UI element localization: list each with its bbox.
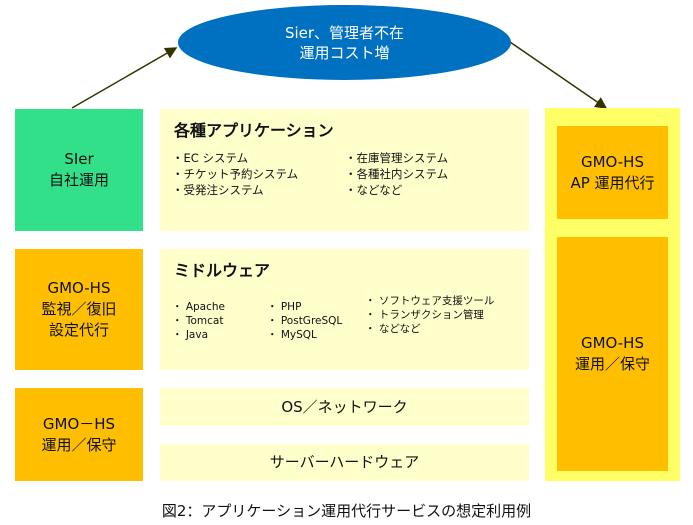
label: GMO-HS [580,152,644,171]
label: AP 運用代行 [570,173,655,192]
arrow-left [71,47,178,109]
bubble-line2: 運用コスト増 [299,43,390,62]
list-item: ・各種社内システム [345,167,449,181]
label: GMO-HS [580,334,644,352]
bubble-line1: Sier、管理者不在 [284,23,405,42]
list-item: ・在庫管理システム [345,151,449,165]
list-item: ・EC システム [172,151,249,165]
figure-caption: 図2：アプリケーション運用代行サービスの想定利用例 [161,502,532,520]
label: 自社運用 [48,171,109,189]
box-hardware: サーバーハードウェア [160,444,529,481]
box-middleware: ミドルウェア ・ Apache ・ Tomcat ・ Java ・ PHP ・ … [160,249,529,370]
list-item: ・ ソフトウェア支援ツール [365,295,495,307]
apps-col2: ・在庫管理システム ・各種社内システム ・などなど [345,150,448,198]
list-item: ・などなど [345,183,403,197]
middleware-title: ミドルウェア [174,261,271,280]
label: SIer [64,150,94,168]
mw-col3: ・ ソフトウェア支援ツール ・ トランザクション管理 ・ などなど [365,294,494,336]
list-item: ・ PostGreSQL [267,315,343,327]
label: 設定代行 [48,321,109,339]
box-gmo-monitoring: GMO-HS 監視／復旧 設定代行 [15,249,143,370]
box-gmo-ops: GMO－HS 運用／保守 [15,388,143,481]
list-item: ・受発注システム [172,183,264,197]
mw-col2: ・ PHP ・ PostGreSQL ・ MySQL [267,300,342,342]
list-item: ・ PHP [267,301,302,313]
box-gmo-maint: GMO-HS 運用／保守 [557,237,668,471]
label: 運用／保守 [41,435,117,454]
label: GMO-HS [47,279,111,297]
bubble-issue: Sier、管理者不在 運用コスト増 [178,5,511,80]
box-gmo-ap: GMO-HS AP 運用代行 [557,126,668,219]
label: 運用／保守 [574,355,650,373]
list-item: ・ Tomcat [172,315,224,327]
mw-col1: ・ Apache ・ Tomcat ・ Java [172,300,225,342]
list-item: ・チケット予約システム [172,167,299,181]
label: 監視／復旧 [41,300,117,318]
list-item: ・ Apache [172,301,226,313]
arrow-right [509,41,608,109]
label: サーバーハードウェア [269,453,420,471]
box-applications: 各種アプリケーション ・EC システム ・チケット予約システム ・受発注システム… [160,109,529,231]
box-os-network: OS／ネットワーク [160,388,529,426]
box-sier-self: SIer 自社運用 [15,109,143,231]
list-item: ・ MySQL [267,329,317,341]
apps-title: 各種アプリケーション [174,121,334,140]
label: OS／ネットワーク [281,397,408,416]
apps-col1: ・EC システム ・チケット予約システム ・受発注システム [172,150,298,198]
list-item: ・ Java [172,329,209,341]
list-item: ・ トランザクション管理 [365,309,484,321]
list-item: ・ などなど [365,323,421,335]
label: GMO－HS [42,414,116,433]
